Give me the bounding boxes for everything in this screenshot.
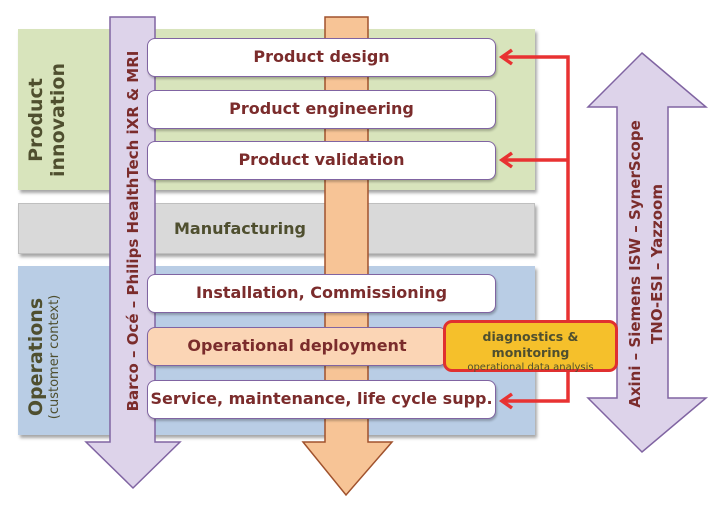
diagnostics-subtitle: operational data analysis [467, 362, 594, 373]
arrowhead-validation [498, 151, 514, 169]
step-product-validation: Product validation [147, 141, 496, 180]
left-purple-down-arrow [84, 16, 182, 490]
arrowhead-design [498, 48, 514, 66]
feedback-trunk [503, 55, 570, 320]
diagnostics-monitoring-box: diagnostics & monitoring operational dat… [443, 320, 618, 373]
lifecycle-down-arrow [301, 16, 394, 497]
step-product-engineering: Product engineering [147, 90, 496, 129]
step-service-maintenance: Service, maintenance, life cycle supp. [147, 380, 496, 419]
manufacturing-label: Manufacturing [174, 219, 306, 238]
diagnostics-title: diagnostics & monitoring [482, 329, 579, 360]
feedback-to-service [503, 372, 570, 403]
right-arrow-label-line2: TNO-ESI – Yazzoom [648, 184, 666, 344]
step-installation-commissioning: Installation, Commissioning [147, 274, 496, 313]
feedback-lines [498, 48, 570, 410]
step-operational-deployment: Operational deployment [147, 327, 447, 366]
step-product-design: Product design [147, 38, 496, 77]
right-arrow-label-line1: Axini – Siemens ISW – SynerScope [626, 120, 644, 408]
manufacturing-band [18, 203, 535, 254]
right-arrow-label: Axini – Siemens ISW – SynerScope TNO-ESI… [624, 114, 674, 414]
left-arrow-label: Barco – Océ – Philips HealthTech iXR & M… [124, 50, 142, 412]
arrowhead-service [498, 392, 514, 410]
